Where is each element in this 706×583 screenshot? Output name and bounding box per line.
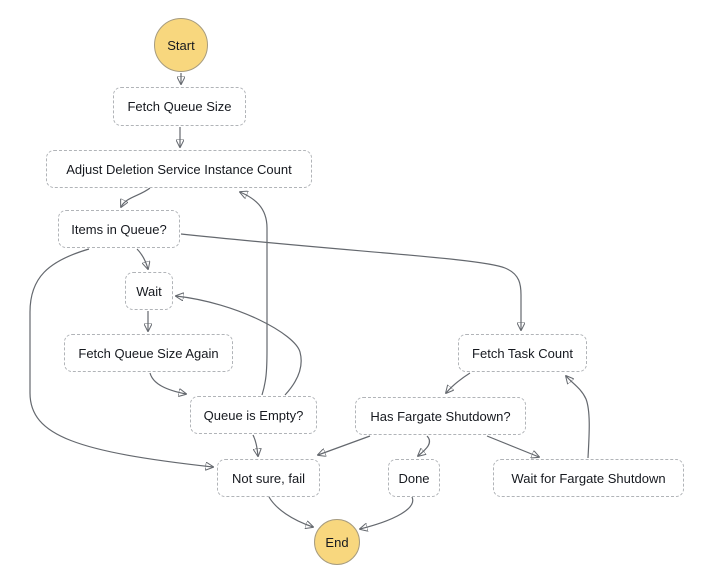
edge-wait-for-fargate-shutdown-to-fetch-task-count bbox=[566, 376, 590, 459]
node-end: End bbox=[314, 519, 360, 565]
edge-queue-is-empty-to-not-sure-fail bbox=[252, 434, 258, 456]
state-fetch-task-count[interactable]: Fetch Task Count bbox=[458, 334, 587, 372]
state-wait-for-fargate-shutdown[interactable]: Wait for Fargate Shutdown bbox=[493, 459, 684, 497]
edge-fetch-task-count-to-has-fargate-shutdown bbox=[446, 372, 471, 393]
node-start: Start bbox=[154, 18, 208, 72]
state-wait[interactable]: Wait bbox=[125, 272, 173, 310]
edge-queue-is-empty-to-adjust bbox=[240, 192, 268, 396]
edge-done-to-end bbox=[360, 496, 414, 529]
edge-has-fargate-shutdown-to-wait-for-fargate-shutdown bbox=[486, 435, 539, 457]
state-items-in-queue[interactable]: Items in Queue? bbox=[58, 210, 180, 248]
edge-items-in-queue-to-fetch-task-count bbox=[180, 233, 521, 330]
edge-fetch-queue-size-again-to-queue-is-empty bbox=[149, 372, 186, 394]
edge-has-fargate-shutdown-to-done bbox=[418, 435, 431, 456]
state-fetch-queue-size-again[interactable]: Fetch Queue Size Again bbox=[64, 334, 233, 372]
state-done[interactable]: Done bbox=[388, 459, 440, 497]
edge-items-in-queue-to-wait bbox=[136, 248, 148, 269]
state-not-sure-fail[interactable]: Not sure, fail bbox=[217, 459, 320, 497]
state-has-fargate-shutdown[interactable]: Has Fargate Shutdown? bbox=[355, 397, 526, 435]
edge-queue-is-empty-to-wait bbox=[176, 296, 302, 396]
edge-has-fargate-shutdown-to-not-sure-fail bbox=[318, 435, 371, 455]
edge-not-sure-fail-to-end bbox=[268, 496, 313, 527]
state-adjust-deletion-service-instance-count[interactable]: Adjust Deletion Service Instance Count bbox=[46, 150, 312, 188]
edge-adjust-to-items-in-queue bbox=[121, 187, 151, 207]
edge-items-in-queue-to-not-sure-fail bbox=[29, 248, 213, 467]
state-queue-is-empty[interactable]: Queue is Empty? bbox=[190, 396, 317, 434]
state-fetch-queue-size[interactable]: Fetch Queue Size bbox=[113, 87, 246, 126]
